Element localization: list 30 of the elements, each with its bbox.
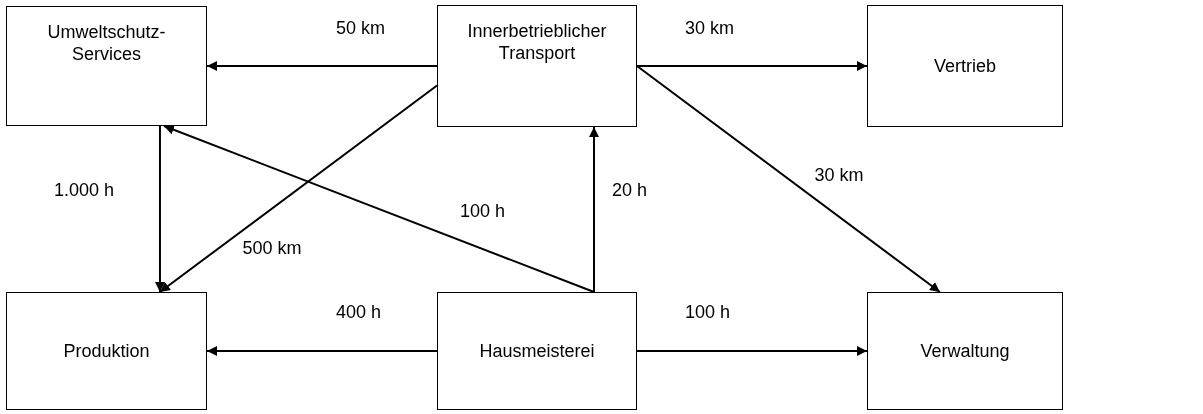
edge-label: 1.000 h <box>53 180 114 201</box>
arrow <box>589 126 599 293</box>
edge-label: 50 km <box>336 18 386 39</box>
arrow <box>154 125 165 293</box>
arrow <box>636 65 941 293</box>
edge-label: 100 h <box>685 302 731 323</box>
node-label: Hausmeisterei <box>479 340 595 362</box>
node-label: Vertrieb <box>933 55 996 77</box>
edge-label: 500 km <box>242 237 302 259</box>
arrow <box>636 61 868 71</box>
edge-label: 30 km <box>814 165 864 186</box>
process-box <box>437 5 637 127</box>
node-label: Verwaltung <box>920 340 1010 362</box>
arrow <box>158 84 438 293</box>
arrow <box>163 124 595 293</box>
node-label: Umweltschutz- Services <box>47 21 166 65</box>
arrow <box>206 61 438 71</box>
edge-label: 30 km <box>685 18 735 39</box>
process-box <box>867 292 1063 410</box>
process-box <box>437 292 637 410</box>
arrow <box>636 346 868 356</box>
process-box <box>6 6 207 126</box>
node-label: Produktion <box>63 340 150 362</box>
edge-label: 100 h <box>460 201 506 222</box>
edge-label: 20 h <box>612 179 648 201</box>
node-label: Innerbetrieblicher Transport <box>467 20 607 64</box>
process-box <box>867 5 1063 127</box>
process-box <box>6 292 207 410</box>
arrow <box>206 346 438 356</box>
edge-label: 400 h <box>336 302 382 323</box>
